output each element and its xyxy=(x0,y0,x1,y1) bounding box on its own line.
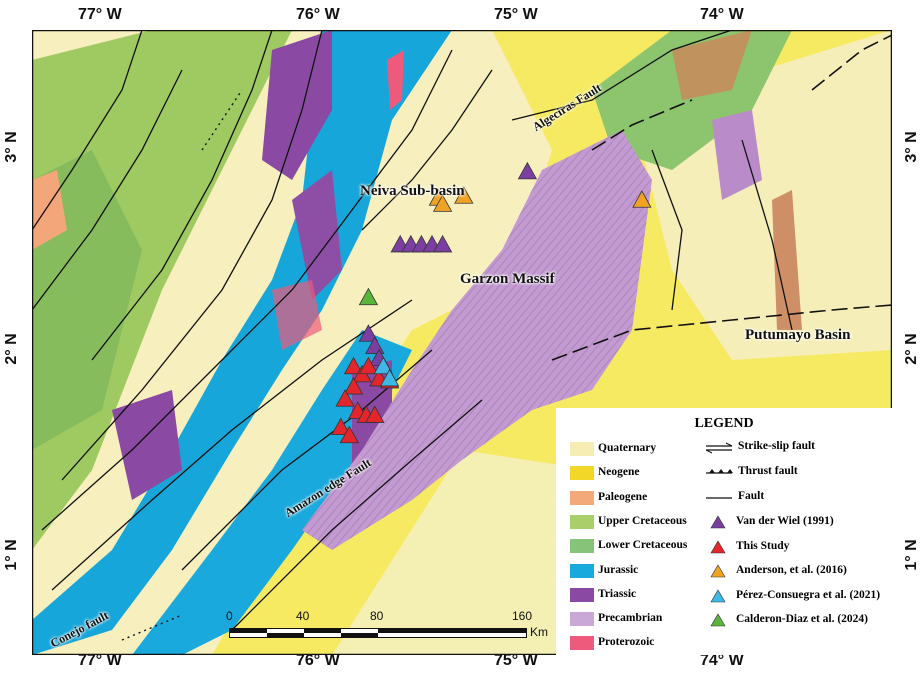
legend-unit-swatch xyxy=(570,466,594,481)
legend-sample-label: Calderon-Diaz et al. (2024) xyxy=(736,613,869,625)
legend-unit-label: Neogene xyxy=(598,466,640,479)
proterozoic-north xyxy=(387,50,404,110)
legend-unit-swatch xyxy=(570,636,594,651)
sample-triangle-perez[interactable] xyxy=(373,356,393,375)
label-neiva-sub-basin: Neiva Sub-basin xyxy=(360,183,465,199)
scale-tick-40: 40 xyxy=(296,609,310,623)
sample-triangle-this-study[interactable] xyxy=(365,405,385,423)
legend-unit-label: Paleogene xyxy=(598,490,648,503)
legend-unit-label: Precambrian xyxy=(598,612,663,625)
label-garzon-massif: Garzon Massif xyxy=(460,271,555,287)
lon-label-76w: 76° W xyxy=(296,6,340,23)
strike-slip-symbol xyxy=(706,442,733,454)
legend-sample-label: Van der Wiel (1991) xyxy=(736,515,834,527)
lon-label-77w-bottom: 77° W xyxy=(78,652,122,669)
legend-sample-label: Pérez-Consuegra et al. (2021) xyxy=(736,588,881,601)
scale-tick-0: 0 xyxy=(226,609,233,623)
sample-triangle-anderson[interactable] xyxy=(432,194,453,212)
lat-label-1n-left: 1° N xyxy=(3,539,20,571)
paleogene-east-strip xyxy=(772,190,802,330)
lat-label-3n-right: 3° N xyxy=(903,131,920,163)
garzon-relief-shading xyxy=(302,130,652,550)
sample-triangle-van-der-wiel[interactable] xyxy=(358,324,379,342)
sample-triangle-this-study[interactable] xyxy=(339,425,359,444)
sample-points[interactable] xyxy=(331,161,652,444)
triassic-mid xyxy=(292,170,342,300)
legend-unit-label: Jurassic xyxy=(598,563,639,576)
legend-unit-swatch xyxy=(570,612,594,627)
sample-triangle-this-study[interactable] xyxy=(358,356,379,375)
sample-triangle-van-der-wiel[interactable] xyxy=(432,234,453,253)
legend-unit-label: Triassic xyxy=(598,587,637,600)
legend-unit-swatch xyxy=(570,442,594,456)
legend-strike-slip-label: Strike-slip fault xyxy=(738,440,815,452)
legend-unit-swatch xyxy=(570,539,594,554)
lon-label-74w: 74° W xyxy=(700,6,744,23)
sample-triangle-anderson[interactable] xyxy=(454,186,474,204)
lat-label-3n-left: 3° N xyxy=(3,131,20,163)
triangle-icon xyxy=(710,539,726,553)
lat-label-1n-right: 1° N xyxy=(903,539,920,571)
inferred-faults xyxy=(121,89,243,641)
thrust-symbol xyxy=(706,469,733,474)
scale-unit: Km xyxy=(530,625,548,639)
triangle-icon xyxy=(710,515,726,529)
triangle-icon xyxy=(710,588,726,602)
legend-title: LEGEND xyxy=(694,416,754,431)
lon-label-77w: 77° W xyxy=(78,6,122,23)
legend-unit-swatch xyxy=(570,563,594,578)
jurassic-belt-south xyxy=(132,330,412,655)
sample-triangle-anderson[interactable] xyxy=(632,190,652,208)
triangle-icon xyxy=(710,613,726,627)
sample-triangle-this-study[interactable] xyxy=(335,389,355,407)
lon-label-74w-bottom: 74° W xyxy=(700,652,744,669)
fault-symbol xyxy=(706,497,732,499)
legend-sample-label: Anderson, et al. (2016) xyxy=(736,564,847,576)
scale-bar-frame xyxy=(229,628,527,638)
legend-fault-label: Fault xyxy=(738,490,765,502)
sample-triangle-calderon[interactable] xyxy=(358,287,379,306)
legend-unit-label: Proterozoic xyxy=(598,636,655,649)
legend-unit-swatch xyxy=(570,514,594,529)
geologic-map[interactable] xyxy=(32,30,892,655)
lon-label-76w-bottom: 76° W xyxy=(296,652,340,669)
legend-unit-label: Upper Cretaceous xyxy=(598,514,687,527)
fault-lines xyxy=(32,30,793,631)
lon-label-75w-bottom: 75° W xyxy=(494,652,538,669)
scale-tick-160: 160 xyxy=(512,609,533,623)
precambrian-east xyxy=(712,110,762,200)
triangle-icon xyxy=(710,564,726,578)
lat-label-2n-right: 2° N xyxy=(903,333,920,365)
sample-triangle-van-der-wiel[interactable] xyxy=(517,161,538,180)
legend-unit-label: Lower Cretaceous xyxy=(598,539,688,552)
jurassic-belt xyxy=(32,30,452,655)
paleogene-ne xyxy=(672,30,752,100)
sample-triangle-this-study[interactable] xyxy=(343,356,364,375)
sample-triangle-perez[interactable] xyxy=(379,368,400,387)
legend-unit-swatch xyxy=(570,587,594,602)
quaternary-area-south xyxy=(332,450,592,655)
legend-thrust-label: Thrust fault xyxy=(738,465,798,477)
scale-tick-80: 80 xyxy=(370,609,384,623)
sample-triangle-this-study[interactable] xyxy=(331,417,351,436)
label-putumayo-basin: Putumayo Basin xyxy=(745,327,851,343)
lat-label-2n-left: 2° N xyxy=(3,333,20,365)
legend-unit-swatch xyxy=(570,490,594,505)
covered-faults xyxy=(551,34,892,361)
legend-sample-label: This Study xyxy=(736,539,790,552)
sample-triangle-this-study[interactable] xyxy=(343,377,364,395)
triassic-north xyxy=(262,30,332,180)
lon-label-75w: 75° W xyxy=(494,6,538,23)
legend-unit-label: Quaternary xyxy=(598,442,657,454)
map-frame xyxy=(32,30,892,655)
